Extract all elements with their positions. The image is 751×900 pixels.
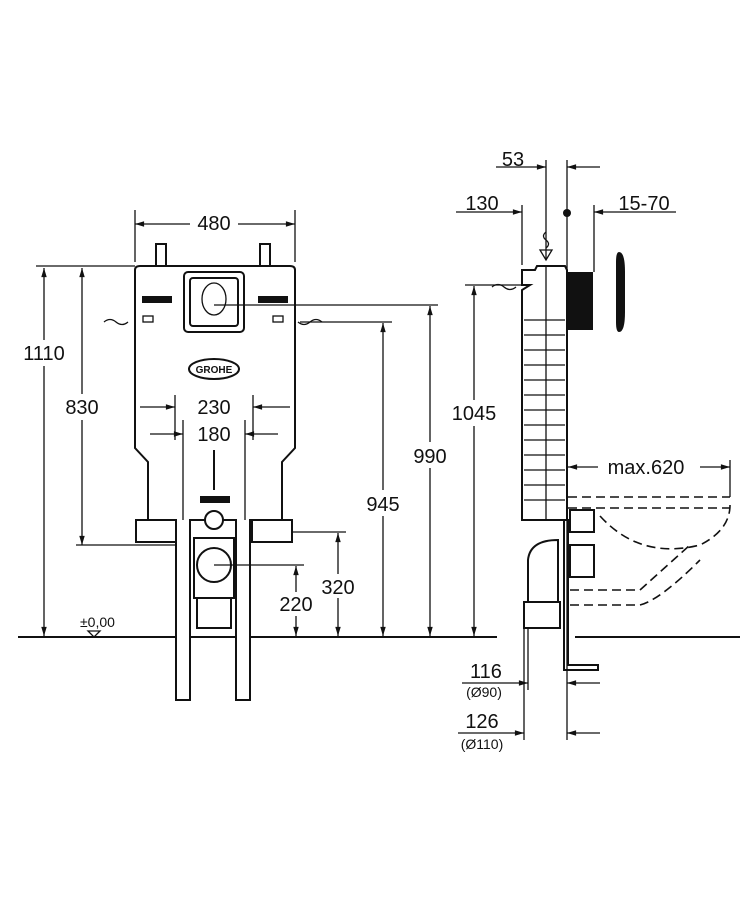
dim-116: 116 (470, 661, 502, 683)
dim-180: 180 (197, 424, 230, 446)
dim-1110: 1110 (23, 343, 65, 365)
flush-arrow-icon (542, 231, 550, 249)
water-inlet-left-icon (103, 318, 129, 326)
toilet-bowl-outline (568, 496, 731, 606)
front-view-frame: GROHE (134, 243, 296, 701)
dim-diameter-90: (Ø90) (466, 684, 502, 700)
dim-990: 990 (413, 446, 446, 468)
dim-126: 126 (465, 711, 498, 733)
dim-1045: 1045 (452, 403, 497, 425)
dim-53: 53 (502, 149, 524, 171)
dim-max-620: max.620 (608, 457, 685, 479)
floor-level-icon (86, 630, 102, 638)
dim-130: 130 (465, 193, 498, 215)
dim-diameter-110: (Ø110) (461, 736, 504, 752)
dim-230: 230 (197, 397, 230, 419)
grohe-logo: GROHE (196, 365, 233, 376)
dim-830: 830 (65, 397, 98, 419)
reference-point-icon (563, 209, 571, 217)
dim-480: 480 (197, 213, 230, 235)
dim-220: 220 (279, 594, 312, 616)
floor-level-label: ±0,00 (80, 614, 115, 630)
dim-945: 945 (366, 494, 399, 516)
dim-320: 320 (321, 577, 354, 599)
dim-15-70: 15-70 (618, 193, 669, 215)
